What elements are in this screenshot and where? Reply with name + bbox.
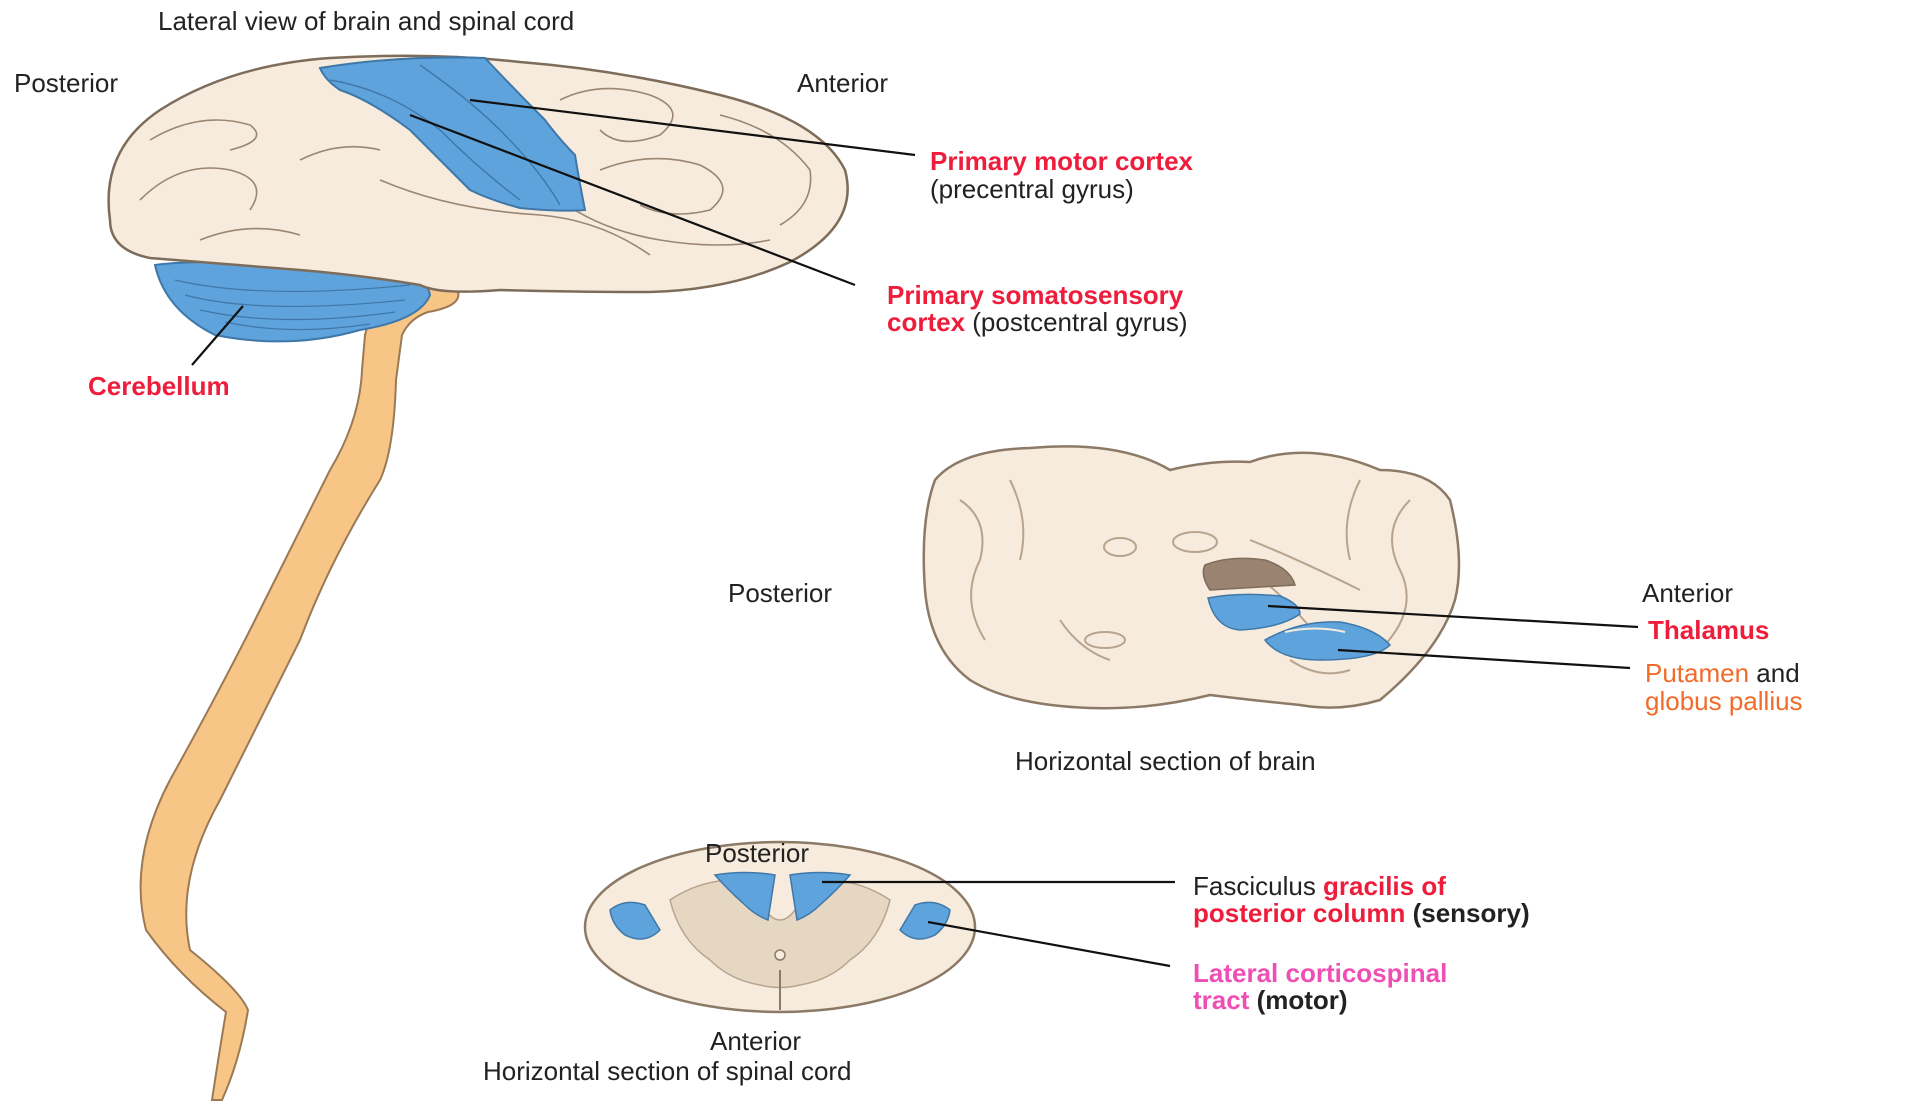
motor-cortex-label: Primary motor cortex (930, 148, 1193, 174)
brain-section-anterior-label: Anterior (1642, 580, 1733, 606)
spinal-section-caption: Horizontal section of spinal cord (483, 1058, 852, 1084)
cerebellum-label: Cerebellum (88, 373, 230, 399)
fasciculus-prefix: Fasciculus (1193, 871, 1323, 901)
tract-label: tract (1193, 985, 1249, 1015)
spinal-posterior-label: Posterior (705, 840, 809, 866)
globus-pallius-label: globus pallius (1645, 688, 1803, 714)
fasciculus-label-line2: posterior column (sensory) (1193, 900, 1530, 926)
motor-label: (motor) (1249, 985, 1347, 1015)
lateral-corticospinal-line2: tract (motor) (1193, 987, 1348, 1013)
thalamus-label: Thalamus (1648, 617, 1769, 643)
lateral-corticospinal-label: Lateral corticospinal (1193, 960, 1447, 986)
fasciculus-label-line1: Fasciculus gracilis of (1193, 873, 1446, 899)
sensory-label: (sensory) (1405, 898, 1529, 928)
somato-cortex-rest: (postcentral gyrus) (965, 307, 1188, 337)
somato-cortex-label-line2: cortex (postcentral gyrus) (887, 309, 1188, 335)
spinal-cord (141, 285, 459, 1100)
lateral-anterior-label: Anterior (797, 70, 888, 96)
lateral-posterior-label: Posterior (14, 70, 118, 96)
motor-cortex-sublabel: (precentral gyrus) (930, 176, 1134, 202)
posterior-column-bold: posterior column (1193, 898, 1405, 928)
putamen-and: and (1749, 658, 1800, 688)
putamen-name: Putamen (1645, 658, 1749, 688)
fasciculus-gracilis-bold: gracilis of (1323, 871, 1446, 901)
lateral-view-title: Lateral view of brain and spinal cord (158, 8, 574, 34)
brain-section-caption: Horizontal section of brain (1015, 748, 1316, 774)
brain-horizontal-section (924, 446, 1459, 708)
brain-section-posterior-label: Posterior (728, 580, 832, 606)
somato-cortex-bold: cortex (887, 307, 965, 337)
somato-cortex-label-line1: Primary somatosensory (887, 282, 1183, 308)
spinal-anterior-label: Anterior (710, 1028, 801, 1054)
putamen-label: Putamen and (1645, 660, 1800, 686)
